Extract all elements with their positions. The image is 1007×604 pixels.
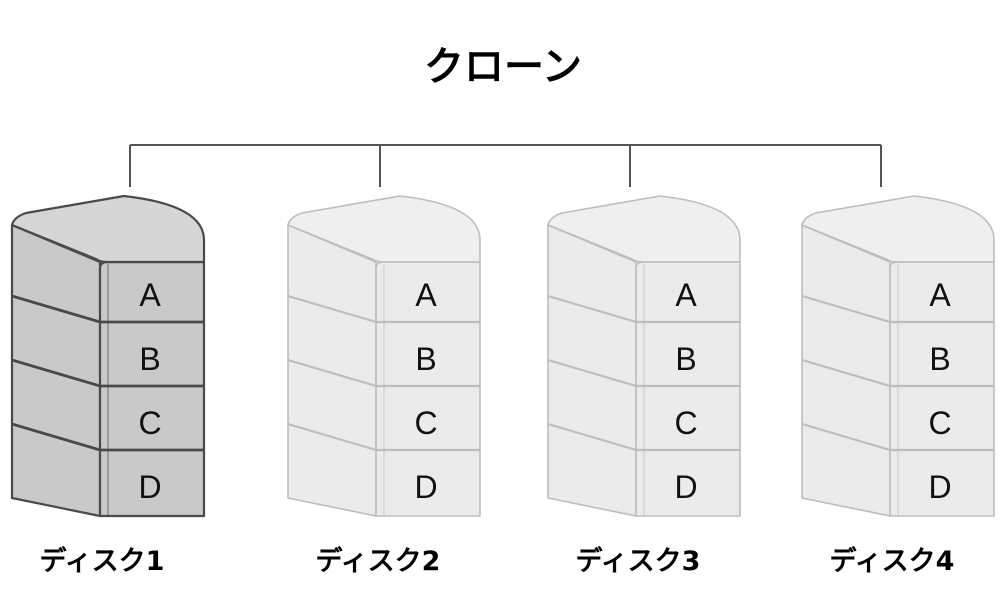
diagram-title: クローン: [424, 44, 582, 90]
segment-divider-side: [11, 422, 101, 452]
segment-divider-side: [801, 422, 891, 452]
segment-label-a: A: [415, 277, 437, 313]
segment-label-c: C: [928, 405, 951, 441]
disk-side-face: [547, 224, 637, 517]
segment-label-a: A: [929, 277, 951, 313]
segment-divider-side: [547, 422, 637, 452]
segment-divider-side: [287, 422, 377, 452]
disk-top-face: [547, 195, 741, 263]
segment-divider-side: [287, 358, 377, 388]
disk-label: ディスク4: [830, 545, 955, 577]
segment-divider-side: [11, 358, 101, 388]
segment-label-b: B: [415, 341, 436, 377]
segment-divider-side: [801, 358, 891, 388]
segment-divider-side: [547, 294, 637, 324]
segment-label-d: D: [414, 469, 437, 505]
disk-label: ディスク2: [316, 545, 441, 577]
segment-label-d: D: [138, 469, 161, 505]
segment-divider-side: [287, 294, 377, 324]
segment-divider-side: [801, 294, 891, 324]
disk-top-face: [287, 195, 481, 263]
segment-label-a: A: [675, 277, 697, 313]
disk-top-face: [801, 195, 995, 263]
segment-label-b: B: [929, 341, 950, 377]
connector-bracket: [129, 144, 882, 187]
segment-label-b: B: [675, 341, 696, 377]
segment-label-a: A: [139, 277, 161, 313]
segment-label-c: C: [414, 405, 437, 441]
segment-label-c: C: [674, 405, 697, 441]
segment-label-d: D: [674, 469, 697, 505]
segment-divider-side: [11, 294, 101, 324]
segment-label-b: B: [139, 341, 160, 377]
disk-top-face: [10, 194, 206, 264]
disk-label: ディスク1: [40, 545, 165, 577]
disk-side-face: [801, 224, 891, 517]
segment-label-d: D: [928, 469, 951, 505]
disk-side-face: [287, 224, 377, 517]
segment-divider-side: [547, 358, 637, 388]
disk-label: ディスク3: [576, 545, 701, 577]
disk-side-face: [10, 223, 102, 518]
segment-label-c: C: [138, 405, 161, 441]
